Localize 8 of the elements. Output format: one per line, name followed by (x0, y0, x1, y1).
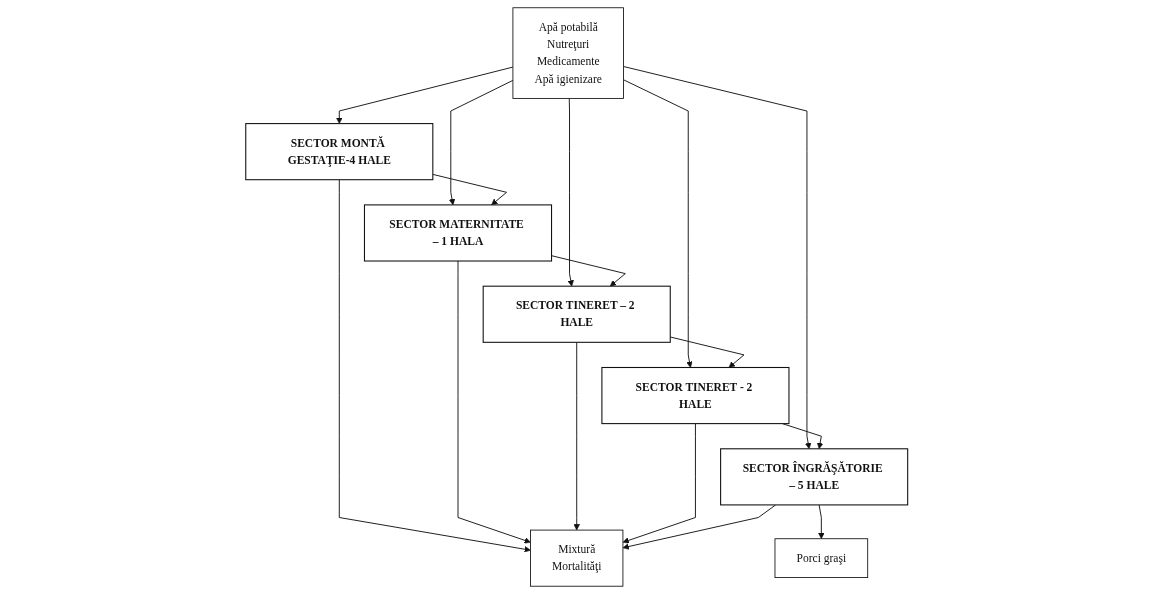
node-box: Mixtură Mortalităţi (530, 529, 624, 587)
node-box: SECTOR MATERNITATE – 1 HALA (364, 204, 553, 262)
node-box: Porci graşi (774, 538, 869, 578)
node-box: SECTOR ÎNGRĂŞĂTORIE – 5 HALE (720, 448, 909, 506)
node-box: SECTOR TINERET – 2 HALE (482, 285, 672, 343)
node-box: SECTOR TINERET - 2 HALE (601, 366, 790, 425)
node-box: SECTOR MONTĂ GESTAŢIE-4 HALE (245, 123, 434, 181)
node-box: Apă potabilă Nutreţuri Medicamente Apă igienizare (512, 7, 625, 99)
